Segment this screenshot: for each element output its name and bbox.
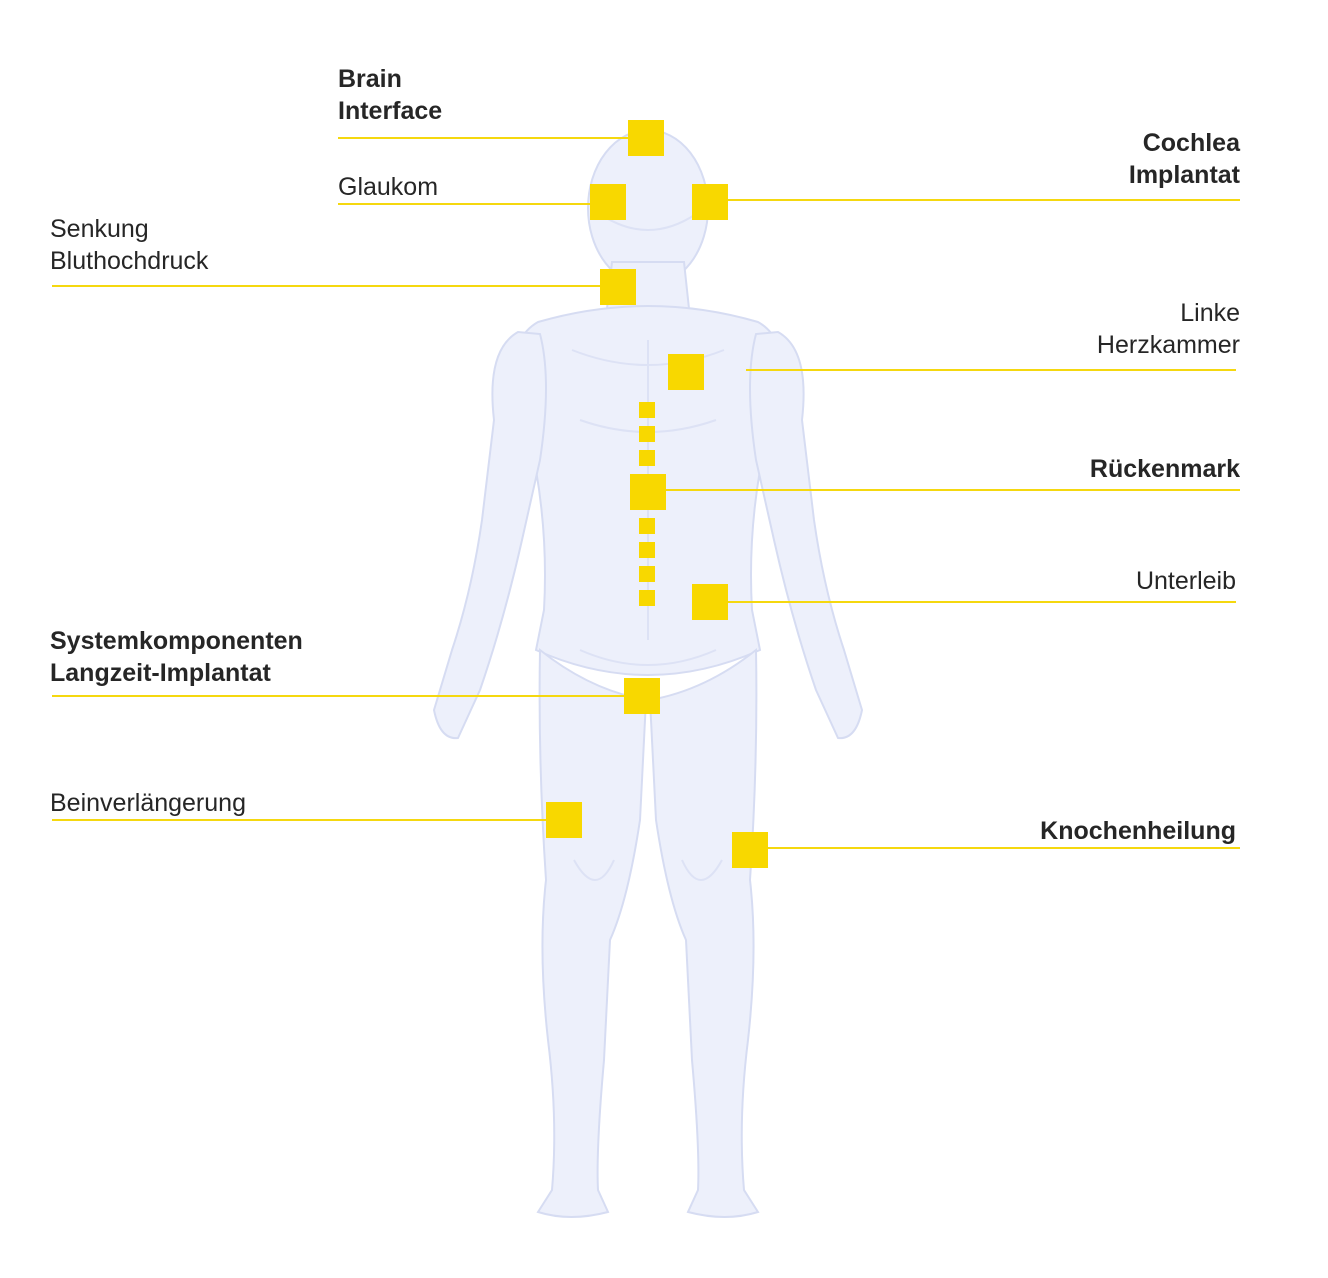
label-linke-herzkammer: Linke Herzkammer bbox=[1097, 297, 1240, 361]
marker-rueckenmark bbox=[630, 474, 666, 510]
label-systemkomponenten: Systemkomponenten Langzeit-Implantat bbox=[50, 625, 303, 689]
marker-knochenheilung bbox=[732, 832, 768, 868]
marker-rueckenmark-segment bbox=[639, 518, 655, 534]
marker-rueckenmark-segment bbox=[639, 590, 655, 606]
label-line: Senkung bbox=[50, 215, 149, 243]
label-line: Systemkomponenten bbox=[50, 627, 303, 655]
label-knochenheilung: Knochenheilung bbox=[1040, 815, 1236, 847]
marker-rueckenmark-segment bbox=[639, 402, 655, 418]
marker-senkung-bluthochdruck bbox=[600, 269, 636, 305]
marker-rueckenmark-segment bbox=[639, 426, 655, 442]
leader-line-knochenheilung bbox=[764, 847, 1240, 849]
label-line: Interface bbox=[338, 97, 443, 125]
marker-rueckenmark-segment bbox=[639, 566, 655, 582]
marker-brain-interface bbox=[628, 120, 664, 156]
label-cochlea-implantat: Cochlea Implantat bbox=[1129, 127, 1240, 191]
marker-rueckenmark-segment bbox=[639, 450, 655, 466]
label-line: Cochlea bbox=[1142, 129, 1240, 157]
label-rueckenmark: Rückenmark bbox=[1090, 453, 1240, 485]
marker-systemkomponenten bbox=[624, 678, 660, 714]
label-senkung-bluthochdruck: Senkung Bluthochdruck bbox=[50, 213, 208, 277]
label-line: Bluthochdruck bbox=[50, 247, 209, 275]
label-line: Glaukom bbox=[338, 173, 439, 201]
marker-linke-herzkammer bbox=[668, 354, 704, 390]
leader-line-systemkomponenten bbox=[52, 695, 628, 697]
leader-line-unterleib bbox=[724, 601, 1236, 603]
leader-line-beinverlaengerung bbox=[52, 819, 550, 821]
body-silhouette bbox=[432, 129, 864, 1218]
marker-rueckenmark-segment bbox=[639, 542, 655, 558]
marker-glaukom bbox=[590, 184, 626, 220]
label-line: Langzeit-Implantat bbox=[50, 659, 271, 687]
label-line: Linke bbox=[1180, 299, 1240, 327]
leader-line-glaukom bbox=[338, 203, 594, 205]
label-beinverlaengerung: Beinverlängerung bbox=[50, 787, 246, 819]
label-line: Brain bbox=[338, 65, 402, 93]
label-unterleib: Unterleib bbox=[1136, 565, 1236, 597]
leader-line-rueckenmark bbox=[662, 489, 1240, 491]
label-line: Rückenmark bbox=[1089, 455, 1240, 483]
leader-line-senkung-bluthochdruck bbox=[52, 285, 604, 287]
leader-line-cochlea-implantat bbox=[724, 199, 1240, 201]
leader-line-linke-herzkammer bbox=[746, 369, 1236, 371]
label-line: Beinverlängerung bbox=[50, 789, 246, 817]
marker-cochlea-implantat bbox=[692, 184, 728, 220]
label-glaukom: Glaukom bbox=[338, 171, 438, 203]
label-brain-interface: Brain Interface bbox=[338, 63, 442, 127]
leader-line-brain-interface bbox=[338, 137, 632, 139]
label-line: Implantat bbox=[1128, 161, 1240, 189]
label-line: Unterleib bbox=[1135, 567, 1236, 595]
label-line: Knochenheilung bbox=[1040, 817, 1236, 845]
marker-beinverlaengerung bbox=[546, 802, 582, 838]
label-line: Herzkammer bbox=[1096, 331, 1240, 359]
marker-unterleib bbox=[692, 584, 728, 620]
